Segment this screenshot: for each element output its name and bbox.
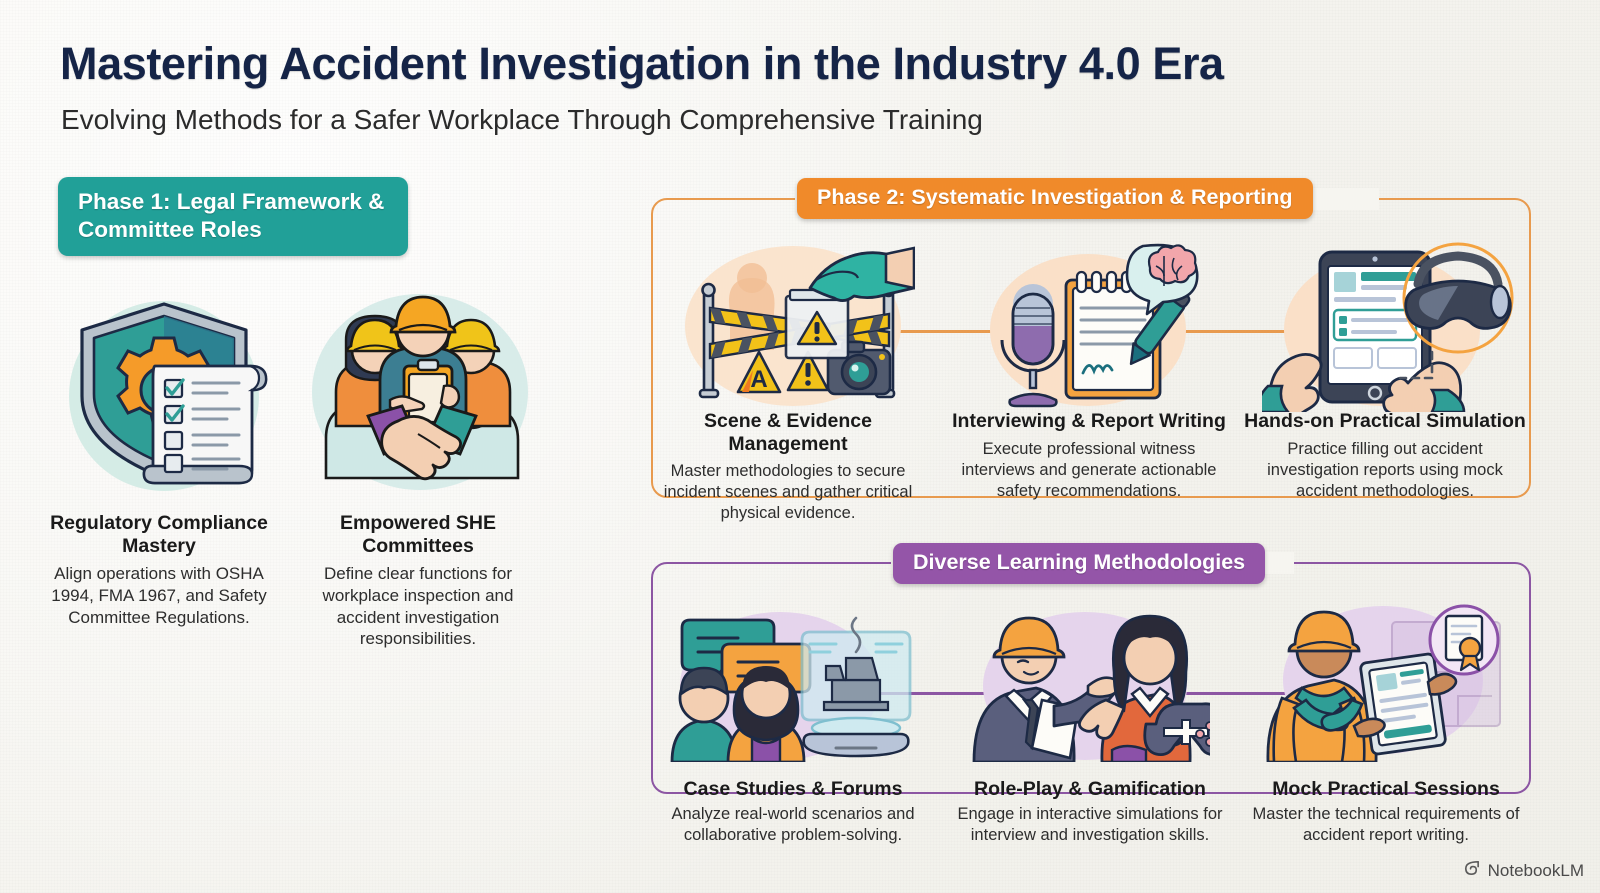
card-hands-on-simulation: Hands-on Practical Simulation Practice f… (1240, 410, 1530, 502)
notebooklm-spiral-icon (1462, 859, 1481, 883)
card-body: Practice filling out accident investigat… (1267, 439, 1503, 500)
safety-committee-handshake-icon (298, 288, 543, 498)
card-body: Master the technical requirements of acc… (1252, 804, 1520, 844)
card-case-studies-forums: Case Studies & Forums Analyze real-world… (643, 778, 943, 846)
card-body: Execute professional witness interviews … (961, 439, 1217, 500)
notebooklm-watermark: NotebookLM (1462, 859, 1584, 883)
card-empowered-she-committees: Empowered SHE Committees Define clear fu… (293, 512, 543, 650)
card-body: Define clear functions for workplace ins… (322, 564, 514, 649)
card-body: Analyze real-world scenarios and collabo… (671, 804, 915, 844)
card-title: Hands-on Practical Simulation (1244, 410, 1526, 432)
card-title: Empowered SHE Committees (339, 512, 497, 557)
page-title: Mastering Accident Investigation in the … (60, 38, 1224, 89)
card-title: Case Studies & Forums (683, 778, 903, 800)
notebooklm-label: NotebookLM (1487, 861, 1584, 880)
shield-gear-checklist-icon (52, 278, 282, 508)
diverse-connector-1 (880, 692, 990, 695)
phase2-connector-1 (900, 330, 1004, 333)
svg-text:A: A (750, 366, 767, 393)
card-title: Interviewing & Report Writing (952, 410, 1226, 432)
card-regulatory-compliance: Regulatory Compliance Mastery Align oper… (34, 512, 284, 628)
microphone-notepad-icon (980, 242, 1202, 417)
discussion-hologram-icon (660, 590, 915, 767)
card-title: Scene & Evidence Management (704, 410, 872, 455)
phase2-connector-2 (1185, 330, 1290, 333)
worker-tablet-report-icon (1258, 586, 1513, 767)
phase2-badge: Phase 2: Systematic Investigation & Repo… (797, 178, 1313, 219)
card-title: Regulatory Compliance Mastery (50, 512, 268, 557)
diverse-badge: Diverse Learning Methodologies (893, 543, 1266, 584)
card-body: Engage in interactive simulations for in… (957, 804, 1223, 844)
card-title: Mock Practical Sessions (1272, 778, 1500, 800)
card-interviewing-report-writing: Interviewing & Report Writing Execute pr… (944, 410, 1234, 502)
diverse-connector-2 (1185, 692, 1295, 695)
page-subtitle: Evolving Methods for a Safer Workplace T… (61, 104, 983, 135)
tablet-vr-headset-icon (1256, 240, 1517, 428)
card-body: Master methodologies to secure incident … (663, 462, 913, 523)
card-mock-practical-sessions: Mock Practical Sessions Master the techn… (1236, 778, 1536, 846)
crime-scene-evidence-icon: A (660, 240, 916, 417)
roleplay-gamepad-icon (960, 588, 1231, 767)
card-title: Role-Play & Gamification (974, 778, 1206, 800)
card-scene-evidence-management: Scene & Evidence Management Master metho… (643, 410, 933, 525)
card-role-play-gamification: Role-Play & Gamification Engage in inter… (940, 778, 1240, 846)
phase1-badge: Phase 1: Legal Framework & Committee Rol… (58, 177, 408, 257)
card-body: Align operations with OSHA 1994, FMA 196… (51, 564, 267, 627)
